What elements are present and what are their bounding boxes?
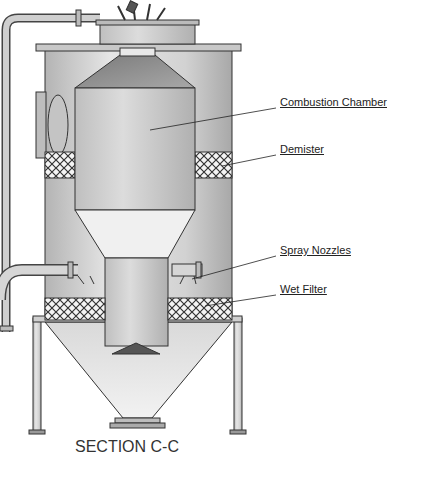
part-label: Spray Nozzles bbox=[280, 244, 351, 257]
section-caption: SECTION C-C bbox=[75, 438, 179, 456]
part-label: Demister bbox=[280, 143, 324, 156]
part-label: Wet Filter bbox=[280, 283, 327, 296]
part-label: Combustion Chamber bbox=[280, 96, 387, 109]
